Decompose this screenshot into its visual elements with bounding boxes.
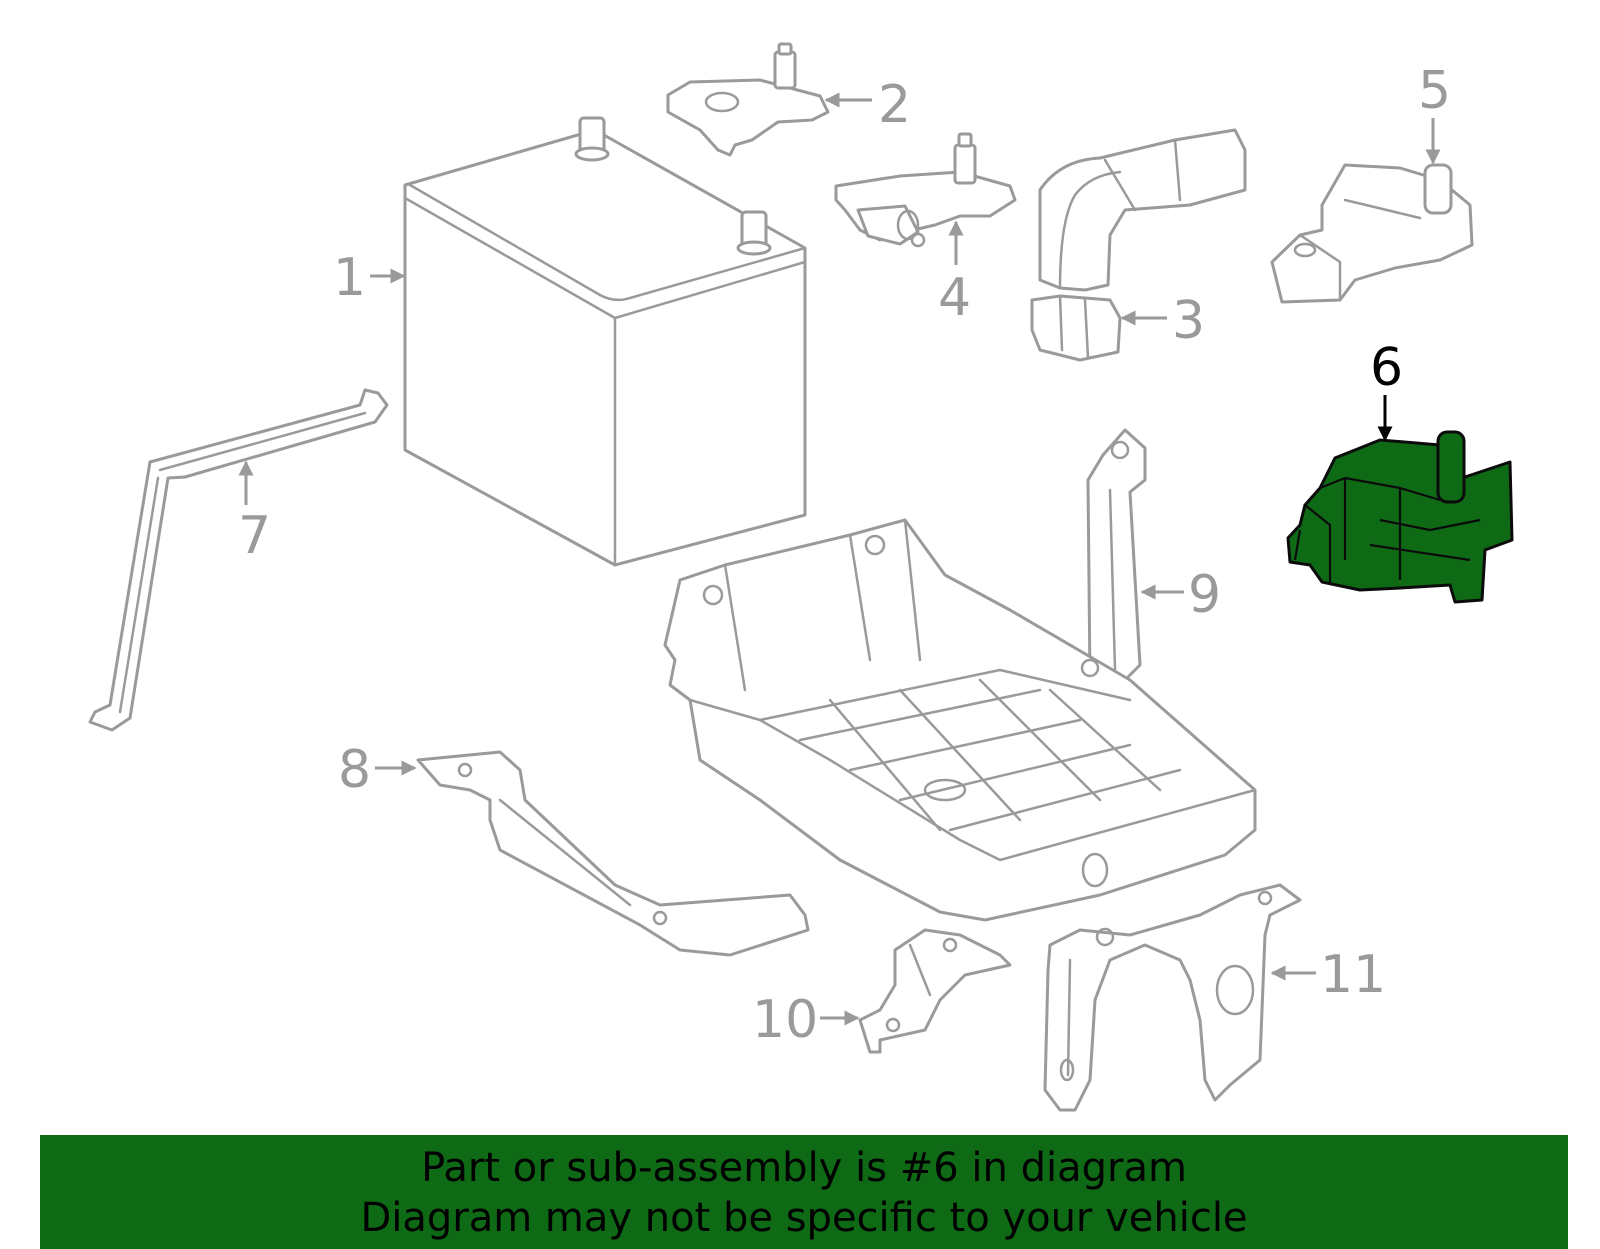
part-11-bracket[interactable] (1043, 883, 1302, 1112)
callout-9[interactable]: 9 (1140, 565, 1221, 625)
callout-3[interactable]: 3 (1120, 291, 1205, 351)
part-2-terminal[interactable] (666, 42, 830, 157)
svg-text:2: 2 (878, 75, 911, 135)
part-9-stay[interactable] (1086, 428, 1147, 682)
part-1-battery[interactable] (403, 116, 807, 567)
svg-text:5: 5 (1418, 61, 1451, 121)
footer-notice-banner: Part or sub-assembly is #6 in diagram Di… (40, 1135, 1568, 1249)
part-8-support[interactable] (416, 750, 810, 957)
part-6-fuse-block[interactable] (1286, 430, 1514, 604)
svg-text:3: 3 (1172, 291, 1205, 351)
svg-text:8: 8 (338, 740, 371, 800)
part-4-terminal[interactable] (834, 132, 1017, 248)
svg-text:10: 10 (752, 990, 818, 1050)
part-10-bracket[interactable] (858, 928, 1012, 1054)
parts-diagram: 1 2 3 4 5 6 7 8 9 10 11 (88, 42, 1514, 1112)
callout-7[interactable]: 7 (238, 460, 271, 566)
callout-11[interactable]: 11 (1270, 945, 1386, 1005)
callout-5[interactable]: 5 (1418, 61, 1451, 165)
svg-text:11: 11 (1320, 945, 1386, 1005)
svg-text:1: 1 (333, 248, 366, 308)
part-7-hold-down[interactable] (88, 388, 389, 732)
svg-text:7: 7 (238, 506, 271, 566)
svg-text:6: 6 (1370, 338, 1403, 398)
callout-8[interactable]: 8 (338, 740, 417, 800)
part-5-terminal[interactable] (1270, 163, 1474, 304)
svg-text:9: 9 (1188, 565, 1221, 625)
callout-1[interactable]: 1 (333, 248, 406, 308)
part-3-cover[interactable] (1030, 128, 1247, 362)
svg-text:4: 4 (938, 268, 971, 328)
callout-2[interactable]: 2 (824, 75, 911, 135)
callout-4[interactable]: 4 (938, 220, 971, 328)
footer-line-selected-part: Part or sub-assembly is #6 in diagram (421, 1145, 1187, 1191)
battery-tray[interactable] (663, 518, 1257, 922)
callout-10[interactable]: 10 (752, 990, 860, 1050)
callout-6[interactable]: 6 (1370, 338, 1403, 442)
footer-line-disclaimer: Diagram may not be specific to your vehi… (360, 1195, 1248, 1241)
